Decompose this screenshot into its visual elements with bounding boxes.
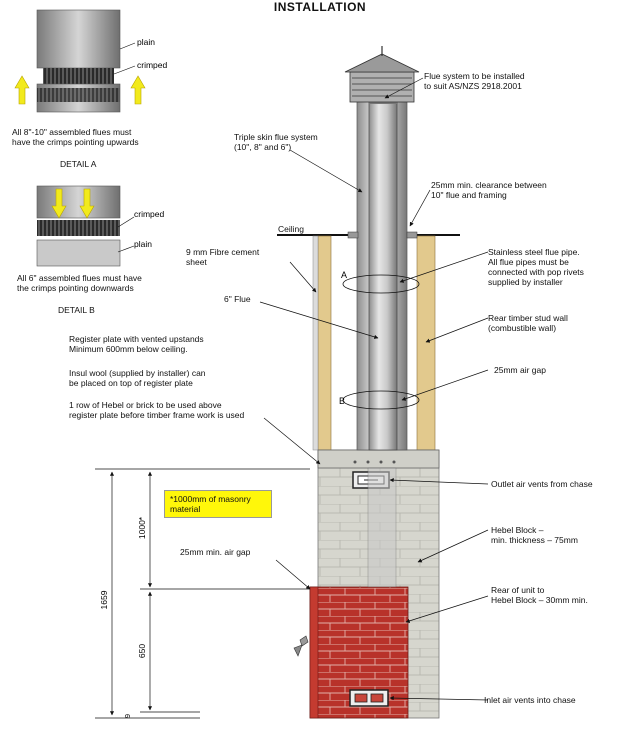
- dimension-base: 9: [123, 714, 132, 718]
- detail-a-drawing: [14, 9, 146, 113]
- inner-flue-6in: [368, 87, 398, 451]
- down-arrow-right-icon: [79, 188, 95, 219]
- dimension-lines: [95, 468, 310, 719]
- label-insul-wool: Insul wool (supplied by installer) can b…: [69, 368, 206, 388]
- detail-b-upper-pipe: [36, 185, 121, 219]
- detail-b-drawing: [36, 185, 135, 267]
- label-outlet-vents: Outlet air vents from chase: [491, 479, 593, 489]
- inlet-air-vent: [349, 689, 389, 707]
- detail-a-caption: All 8"-10" assembled flues must have the…: [12, 127, 139, 147]
- detail-b-ellipse: [342, 390, 420, 410]
- dimension-total: 1659: [99, 590, 109, 609]
- ceiling-collar: [347, 231, 359, 239]
- label-inlet-vents: Inlet air vents into chase: [484, 695, 576, 705]
- register-plate-vents: [353, 460, 396, 464]
- label-triple-skin: Triple skin flue system (10", 8" and 6"): [234, 132, 318, 152]
- dimension-upper: 1000*: [137, 516, 147, 539]
- leader-lines: [259, 77, 489, 701]
- detail-b-label-crimped: crimped: [134, 209, 165, 219]
- label-ceiling: Ceiling: [278, 224, 304, 234]
- down-arrow-left-icon: [51, 188, 67, 219]
- detail-b-caption: All 6" assembled flues must have the cri…: [17, 273, 142, 293]
- label-rear-unit: Rear of unit to Hebel Block – 30mm min.: [491, 585, 588, 605]
- detail-a-ellipse: [342, 274, 420, 294]
- detail-a-label-crimped: crimped: [137, 60, 168, 70]
- label-air-gap-min: 25mm min. air gap: [180, 547, 251, 557]
- label-stainless-steel: Stainless steel flue pipe. All flue pipe…: [488, 247, 584, 287]
- detail-b-crimp-band: [37, 220, 120, 236]
- marker-b: B: [339, 396, 345, 406]
- label-6in-flue: 6" Flue: [224, 294, 251, 304]
- marker-a: A: [341, 270, 347, 280]
- masonry-note-box: *1000mm of masonry material: [164, 490, 272, 518]
- up-arrow-right-icon: [130, 75, 146, 105]
- detail-a-crimp-band: [43, 68, 114, 84]
- detail-a-title: DETAIL A: [60, 159, 97, 169]
- detail-b-label-plain: plain: [134, 239, 152, 249]
- label-hebel-block: Hebel Block – min. thickness – 75mm: [491, 525, 578, 545]
- dimension-lower: 650: [137, 644, 147, 658]
- flue-cowl: [344, 46, 420, 103]
- label-clearance: 25mm min. clearance between 10" flue and…: [431, 180, 547, 200]
- label-air-gap: 25mm air gap: [494, 365, 546, 375]
- label-register-plate: Register plate with vented upstands Mini…: [69, 334, 204, 354]
- fireplace-door: [309, 586, 319, 719]
- register-plate: [317, 449, 440, 469]
- detail-b-plain-pipe: [36, 239, 121, 267]
- right-stud-wall: [416, 235, 436, 451]
- flue-in-chase: [367, 467, 397, 588]
- label-flue-system: Flue system to be installed to suit AS/N…: [424, 71, 525, 91]
- detail-a-plain-pipe: [36, 9, 121, 69]
- up-arrow-left-icon: [14, 75, 30, 105]
- page-title: INSTALLATION: [273, 0, 367, 14]
- left-stud-wall: [317, 235, 332, 451]
- fibre-cement-sheet: [312, 235, 319, 451]
- fireplace-handle: [293, 635, 309, 657]
- label-stud-wall: Rear timber stud wall (combustible wall): [488, 313, 568, 333]
- detail-b-title: DETAIL B: [58, 305, 95, 315]
- label-hebel-row: 1 row of Hebel or brick to be used above…: [69, 400, 245, 420]
- label-fibre-cement: 9 mm Fibre cement sheet: [186, 247, 260, 267]
- detail-a-label-plain: plain: [137, 37, 155, 47]
